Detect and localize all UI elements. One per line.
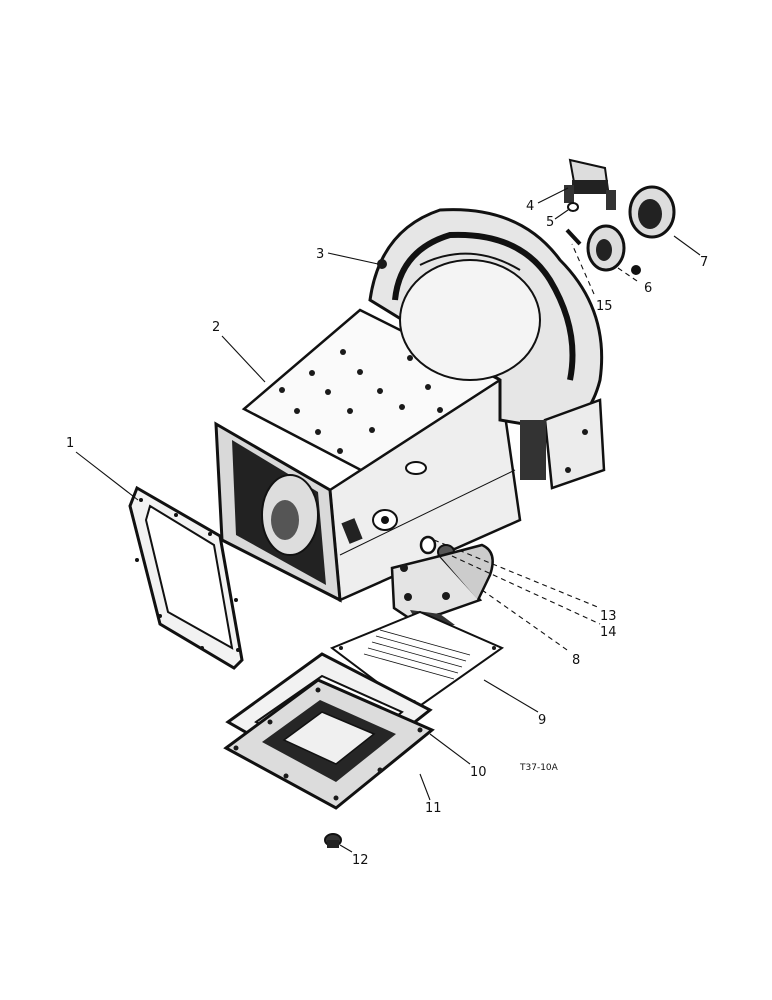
figure-code: T37-10A [519, 763, 559, 773]
bracket [564, 158, 616, 210]
lock-washer [567, 202, 579, 212]
callout-11: 11 [425, 801, 442, 816]
bearing-retainer [586, 224, 641, 275]
callout-1: 1 [66, 436, 74, 451]
snap-ring [419, 535, 437, 555]
transmission-housing [214, 208, 606, 603]
gasket-side [128, 485, 244, 670]
callout-labels: 1 2 3 4 5 6 7 8 9 10 11 12 13 14 15 T37-… [66, 199, 708, 868]
callout-12: 12 [352, 853, 369, 868]
stud [565, 228, 582, 246]
plug-top [377, 259, 387, 269]
leader-lines [75, 187, 701, 853]
callout-9: 9 [538, 713, 546, 728]
callout-14: 14 [600, 625, 617, 640]
callout-8: 8 [572, 653, 580, 668]
callout-13: 13 [600, 609, 617, 624]
callout-6: 6 [644, 281, 652, 296]
seal-ring [628, 185, 676, 239]
callout-7: 7 [700, 255, 708, 270]
callout-4: 4 [526, 199, 534, 214]
callout-5: 5 [546, 215, 554, 230]
callout-15: 15 [596, 299, 613, 314]
drain-plug [324, 833, 342, 848]
sump-cover [223, 678, 435, 810]
callout-10: 10 [470, 765, 487, 780]
callout-3: 3 [316, 247, 324, 262]
callout-2: 2 [212, 320, 220, 335]
